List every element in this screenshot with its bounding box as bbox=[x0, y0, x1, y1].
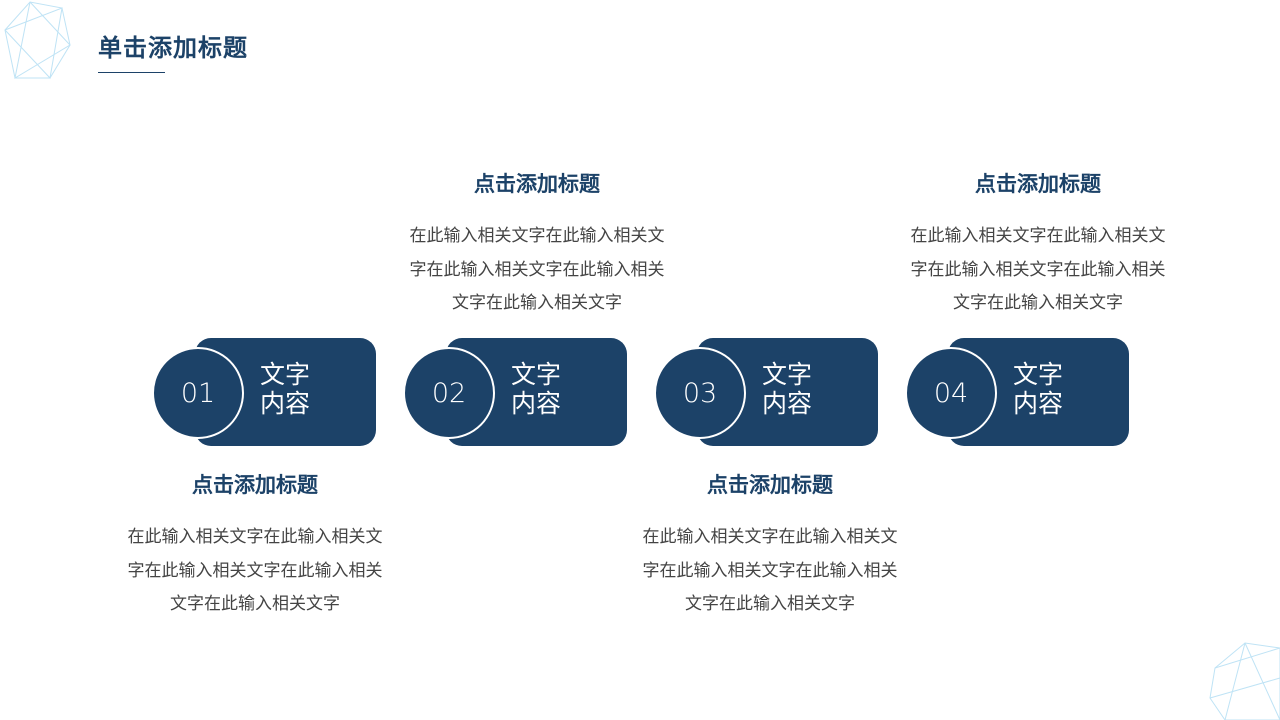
step-text-1: 点击添加标题在此输入相关文字在此输入相关文字在此输入相关文字在此输入相关文字在此… bbox=[115, 469, 395, 622]
page-title: 单击添加标题 bbox=[98, 34, 248, 62]
step-label: 文字内容 bbox=[260, 360, 311, 418]
step-number-badge: 03 bbox=[654, 347, 746, 439]
step-title: 点击添加标题 bbox=[474, 172, 600, 196]
step-title: 点击添加标题 bbox=[192, 473, 318, 497]
step-number-badge: 02 bbox=[403, 347, 495, 439]
title-underline bbox=[98, 72, 165, 73]
step-title: 点击添加标题 bbox=[707, 473, 833, 497]
step-card-2: 02 文字内容 bbox=[403, 338, 629, 447]
step-label: 文字内容 bbox=[511, 360, 562, 418]
step-number-badge: 04 bbox=[905, 347, 997, 439]
step-body: 在此输入相关文字在此输入相关文字在此输入相关文字在此输入相关文字在此输入相关文字 bbox=[910, 226, 1166, 313]
step-number-badge: 01 bbox=[152, 347, 244, 439]
polygon-decoration-bottom-right bbox=[1209, 642, 1280, 720]
step-body: 在此输入相关文字在此输入相关文字在此输入相关文字在此输入相关文字在此输入相关文字 bbox=[642, 527, 898, 614]
step-text-4: 点击添加标题在此输入相关文字在此输入相关文字在此输入相关文字在此输入相关文字在此… bbox=[898, 168, 1178, 321]
step-body: 在此输入相关文字在此输入相关文字在此输入相关文字在此输入相关文字在此输入相关文字 bbox=[409, 226, 665, 313]
step-card-1: 01 文字内容 bbox=[152, 338, 378, 447]
step-title: 点击添加标题 bbox=[975, 172, 1101, 196]
step-text-3: 点击添加标题在此输入相关文字在此输入相关文字在此输入相关文字在此输入相关文字在此… bbox=[630, 469, 910, 622]
step-card-4: 04 文字内容 bbox=[905, 338, 1131, 447]
step-label: 文字内容 bbox=[762, 360, 813, 418]
polygon-decoration-top-left bbox=[4, 1, 71, 80]
step-text-2: 点击添加标题在此输入相关文字在此输入相关文字在此输入相关文字在此输入相关文字在此… bbox=[397, 168, 677, 321]
step-card-3: 03 文字内容 bbox=[654, 338, 880, 447]
step-label: 文字内容 bbox=[1013, 360, 1064, 418]
step-body: 在此输入相关文字在此输入相关文字在此输入相关文字在此输入相关文字在此输入相关文字 bbox=[127, 527, 383, 614]
